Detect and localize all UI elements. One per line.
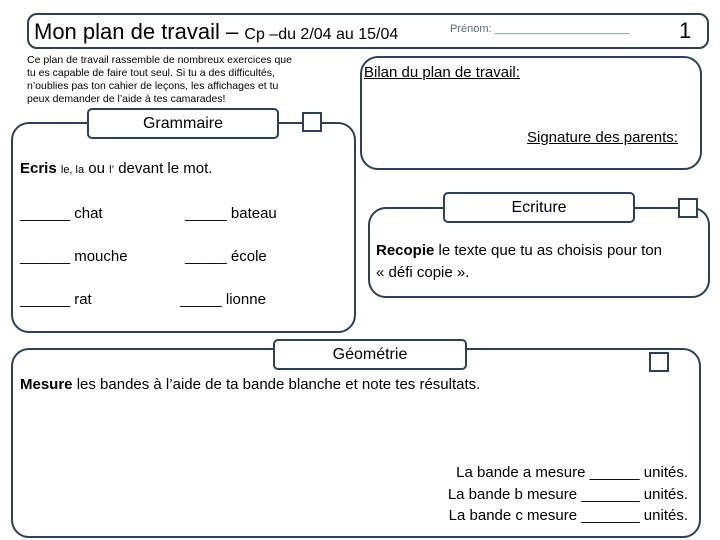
- grammaire-item: ______ rat: [20, 291, 92, 308]
- signature-label: Signature des parents:: [527, 129, 678, 146]
- result-line: La bande c mesure _______ unités.: [448, 507, 688, 524]
- intro-line: peux demander de l’aide à tes camarades!: [27, 93, 226, 105]
- geometrie-instruction: Mesure les bandes à l’aide de ta bande b…: [20, 376, 480, 393]
- instruction-small: le, la: [60, 164, 85, 176]
- instruction-ou: ou: [88, 160, 105, 177]
- intro-line: n’oublies pas ton cahier de leçons, les …: [27, 80, 279, 92]
- ecriture-bold: Recopie: [376, 242, 435, 259]
- header-box: [27, 13, 709, 49]
- grammaire-item: _____ lionne: [180, 291, 266, 308]
- grammaire-tag: Grammaire: [87, 108, 279, 139]
- geometrie-checkbox[interactable]: [649, 352, 669, 372]
- geometrie-box: [11, 348, 701, 538]
- prenom-field[interactable]: Prénom: ______________________: [450, 23, 630, 35]
- page-title: Mon plan de travail – Cp –du 2/04 au 15/…: [34, 19, 398, 45]
- instruction-rest: devant le mot.: [118, 160, 213, 177]
- grammaire-item: ______ mouche: [20, 248, 128, 265]
- result-line: La bande b mesure _______ unités.: [447, 485, 688, 503]
- intro-line: Ce plan de travail rassemble de nombreux…: [27, 54, 292, 66]
- ecriture-tag: Ecriture: [443, 192, 635, 223]
- instruction-l: l’: [109, 164, 115, 176]
- geometrie-tag: Géométrie: [273, 339, 467, 370]
- bilan-box: [360, 56, 702, 170]
- grammaire-item: ______ chat: [20, 205, 103, 222]
- bilan-label: Bilan du plan de travail:: [364, 64, 520, 81]
- intro-line: tu es capable de faire tout seul. Si tu …: [27, 67, 275, 79]
- ecriture-line2: « défi copie ».: [376, 264, 470, 281]
- intro-paragraph: Ce plan de travail rassemble de nombreux…: [27, 54, 327, 106]
- ecriture-text: le texte que tu as choisis pour ton: [438, 242, 663, 259]
- grammaire-box: [11, 122, 356, 333]
- title-text: Mon plan de travail: [34, 19, 220, 44]
- grammaire-checkbox[interactable]: [302, 112, 322, 132]
- geometrie-results: La bande a mesure ______ unités. La band…: [448, 462, 688, 527]
- grammaire-item: _____ bateau: [185, 205, 277, 222]
- geometrie-bold: Mesure: [20, 376, 73, 393]
- grammaire-item: _____ école: [185, 248, 267, 265]
- geometrie-text: les bandes à l’aide de ta bande blanche …: [76, 376, 481, 393]
- grammaire-instruction: Ecris le, la ou l’ devant le mot.: [20, 160, 212, 177]
- instruction-bold: Ecris: [20, 160, 57, 177]
- plan-number: 1: [679, 18, 692, 43]
- title-subtitle: Cp –du 2/04 au 15/04: [244, 26, 399, 43]
- ecriture-line1: Recopie le texte que tu as choisis pour …: [376, 242, 662, 259]
- ecriture-checkbox[interactable]: [678, 198, 698, 218]
- title-dash: –: [226, 19, 239, 44]
- result-line: La bande a mesure ______ unités.: [456, 464, 688, 481]
